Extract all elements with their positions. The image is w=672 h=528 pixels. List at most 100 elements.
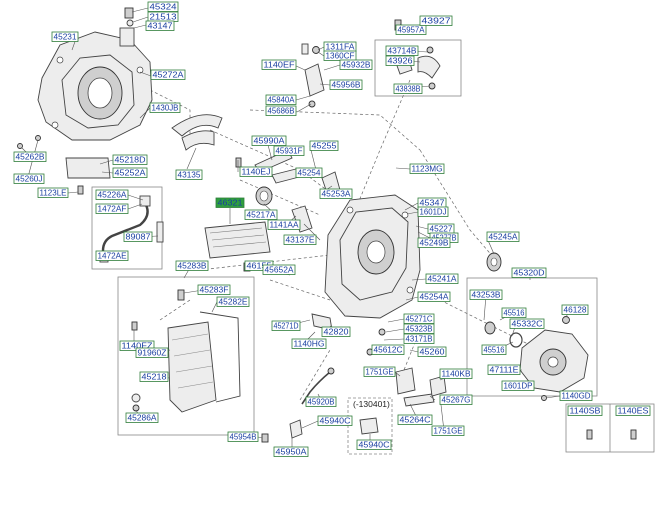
part-label-45260j: 45260J	[13, 173, 45, 184]
part-number-text: 45254	[298, 168, 321, 178]
part-number-text: 42820	[324, 327, 349, 337]
part-label-box	[371, 344, 405, 355]
part-label-45612c: 45612C	[371, 344, 405, 355]
part-number-text: 1140KB	[442, 369, 471, 379]
part-label-box	[125, 412, 159, 423]
part-label-45255: 45255	[309, 140, 339, 151]
part-number-text: 45241A	[428, 274, 457, 284]
part-label-box	[403, 333, 435, 344]
part-label-45218: 45218	[139, 371, 169, 382]
part-label-45940c: 45940C	[356, 439, 392, 450]
part-number-text: 45516	[484, 345, 505, 355]
part-number-text: 45245A	[489, 232, 518, 242]
part-label-45253a: 45253A	[319, 188, 353, 199]
part-label-box	[175, 169, 203, 180]
part-label-box	[267, 219, 301, 230]
part-label-box	[567, 405, 603, 416]
part-label-box	[417, 206, 449, 217]
group-boxes	[91, 39, 655, 455]
part-number-text: 45347	[420, 198, 445, 208]
part-number-text: 45323B	[406, 324, 433, 334]
cover-plate	[65, 157, 111, 179]
part-label-45226a: 45226A	[95, 189, 129, 200]
part-label-box	[439, 394, 473, 405]
part-label-box	[356, 439, 392, 450]
part-number-text: 45255	[312, 141, 337, 151]
oil-tube	[101, 202, 149, 259]
part-number-text: 1140FZ	[122, 341, 153, 351]
part-label-43253b: 43253B	[469, 289, 503, 300]
part-number-text: 45253A	[322, 189, 351, 199]
part-number-text: 45249B	[420, 238, 449, 248]
part-label-box	[95, 250, 129, 261]
part-number-text: 45940C	[320, 416, 351, 426]
part-label-box	[393, 83, 423, 94]
part-number-text: 21513	[150, 12, 177, 22]
part-label-1123mg: 1123MG	[409, 163, 445, 174]
part-number-text: 43171B	[406, 334, 433, 344]
part-label-47111e: 47111E	[487, 364, 521, 375]
part-label-45323b: 45323B	[403, 323, 435, 334]
part-number-text: 45516	[504, 308, 525, 318]
part-number-text: 1140HG	[294, 339, 325, 349]
part-label-45950a: 45950A	[273, 446, 309, 457]
part-label-45252a: 45252A	[112, 167, 148, 178]
part-label-box	[319, 188, 353, 199]
part-label-box	[321, 326, 351, 337]
part-label-1140ej: 1140EJ	[239, 166, 273, 177]
part-label-45516: 45516	[481, 344, 507, 355]
part-number-text: 91960Z	[138, 348, 167, 358]
part-label-1751ge: 1751GE	[363, 366, 396, 377]
part-label-45990a: 45990A	[251, 135, 287, 146]
part-number-text: 45950A	[276, 447, 307, 457]
part-label-box	[395, 24, 427, 35]
part-number-text: 45227	[430, 224, 453, 234]
part-number-text: 45252A	[115, 168, 146, 178]
date-range-note: (-130401)	[353, 399, 390, 409]
part-label-box	[239, 166, 273, 177]
part-number-text: 45283B	[178, 261, 207, 271]
part-number-text: 45218	[142, 372, 167, 382]
part-number-text: 1140EJ	[242, 167, 271, 177]
part-label-box	[615, 405, 651, 416]
part-label-box	[283, 234, 317, 245]
part-label-box	[37, 187, 69, 198]
part-number-text: 45217A	[247, 210, 276, 220]
part-label-box	[95, 203, 129, 214]
part-label-45218d: 45218D	[112, 154, 148, 165]
part-label-43147: 43147	[145, 20, 175, 31]
part-label-box	[339, 59, 373, 70]
part-label-46128: 46128	[561, 304, 589, 315]
part-label-45931f: 45931F	[273, 145, 305, 156]
part-label-box	[135, 347, 169, 358]
part-label-1123le: 1123LE	[37, 187, 69, 198]
part-label-45267g: 45267G	[439, 394, 473, 405]
part-label-box	[397, 414, 433, 425]
parts-artwork	[17, 7, 637, 443]
part-number-text: 45260J	[16, 174, 43, 184]
part-label-box	[509, 318, 545, 329]
part-number-text: 45920B	[308, 397, 335, 407]
part-number-text: 1140GD	[562, 391, 591, 401]
part-number-text: 43838B	[396, 84, 421, 94]
part-label-box	[439, 368, 473, 379]
part-label-box	[147, 1, 179, 12]
part-label-1472ae: 1472AE	[95, 250, 129, 261]
end-cover	[519, 329, 589, 393]
part-label-45324: 45324	[147, 1, 179, 12]
part-number-text: 43253B	[472, 290, 501, 300]
bell-housing	[37, 27, 153, 141]
part-label-box	[385, 55, 415, 66]
part-label-1140hg: 1140HG	[291, 338, 327, 349]
part-number-text: 45282E	[219, 297, 248, 307]
part-number-text: 45283F	[200, 285, 229, 295]
part-number-text: 45954B	[230, 432, 257, 442]
part-label-box	[561, 304, 589, 315]
part-label-box	[265, 94, 297, 105]
part-label-box	[262, 264, 296, 275]
oil-pan-group-box	[117, 276, 255, 436]
part-label-box	[501, 380, 535, 391]
part-label-box	[291, 338, 327, 349]
part-label-45652a: 45652A	[262, 264, 296, 275]
